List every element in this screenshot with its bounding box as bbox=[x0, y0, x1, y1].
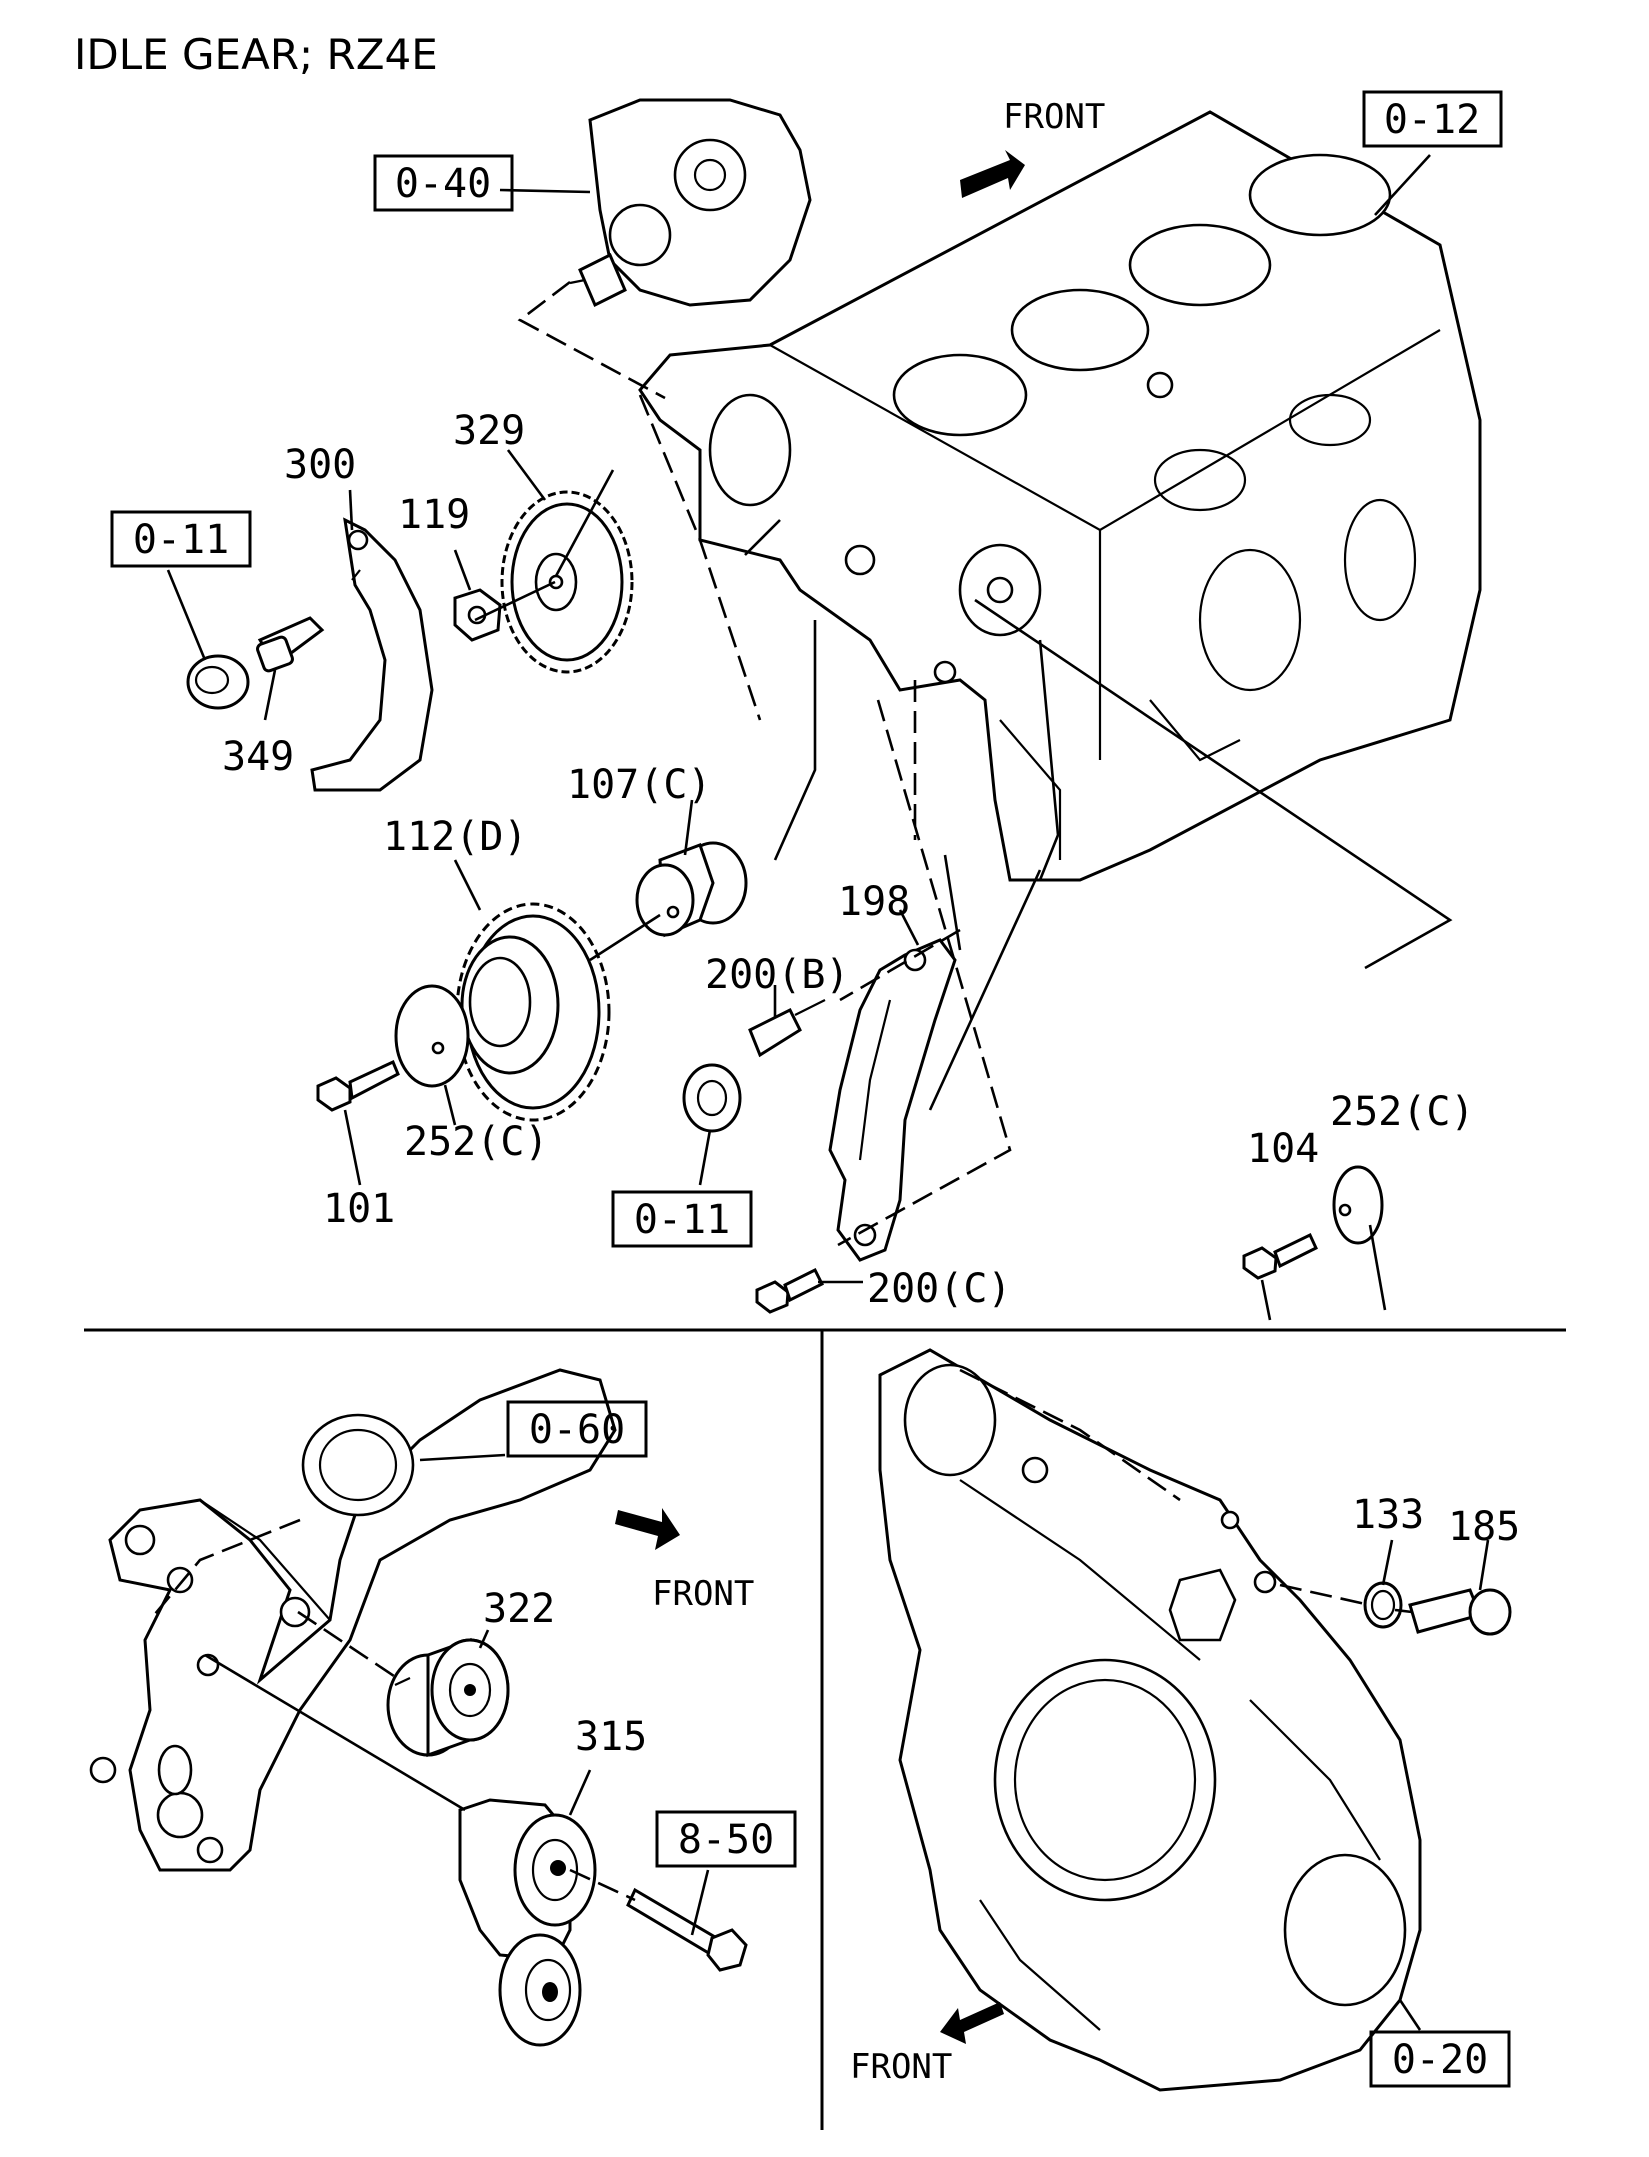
seal-ring-133 bbox=[1363, 1581, 1403, 1629]
page-title: IDLE GEAR; RZ4E bbox=[74, 30, 438, 79]
ref-8-50-text: 8-50 bbox=[678, 1817, 774, 1863]
label-198: 198 bbox=[838, 879, 910, 925]
ref-box-0-40: 0-40 bbox=[373, 154, 514, 212]
label-349: 349 bbox=[222, 734, 294, 780]
label-101: 101 bbox=[323, 1186, 395, 1232]
label-200c: 200(C) bbox=[867, 1266, 1012, 1312]
chain-guide-198 bbox=[828, 938, 957, 1262]
label-252c-left: 252(C) bbox=[404, 1119, 549, 1165]
label-252c-right: 252(C) bbox=[1330, 1089, 1475, 1135]
label-322: 322 bbox=[483, 1586, 555, 1632]
tensioner-plug-cap bbox=[186, 616, 325, 710]
bolt-104 bbox=[1242, 1232, 1318, 1280]
bracket-assembly-lines bbox=[204, 1453, 710, 1936]
ref-0-11-top-text: 0-11 bbox=[133, 517, 229, 563]
auto-tensioner-315 bbox=[458, 1798, 597, 2047]
label-133: 133 bbox=[1352, 1492, 1424, 1538]
front-label-top: FRONT bbox=[1003, 97, 1105, 137]
ref-box-0-60: 0-60 bbox=[506, 1400, 648, 1458]
thrust-plate-252c-right bbox=[1332, 1165, 1384, 1245]
label-leaders bbox=[166, 154, 1431, 1321]
ref-box-8-50: 8-50 bbox=[655, 1810, 797, 1868]
bolt-101 bbox=[316, 1059, 400, 1112]
case-assembly-lines bbox=[1279, 1539, 1490, 2031]
ref-0-12-text: 0-12 bbox=[1384, 97, 1480, 143]
ref-box-0-12: 0-12 bbox=[1362, 90, 1503, 148]
front-label-bottom-right: FRONT bbox=[850, 2047, 952, 2087]
label-104: 104 bbox=[1247, 1126, 1319, 1172]
label-300: 300 bbox=[284, 442, 356, 488]
front-label-bottom-left: FRONT bbox=[652, 1574, 754, 1614]
timing-case-illustration bbox=[878, 1348, 1422, 2092]
label-112d: 112(D) bbox=[383, 814, 528, 860]
idle-shaft-107c bbox=[635, 841, 748, 938]
cylinder-block-illustration bbox=[638, 110, 1482, 882]
guide-plug-cap bbox=[682, 1063, 742, 1133]
nut-119 bbox=[453, 588, 502, 642]
bolt-200b bbox=[748, 999, 826, 1058]
tensioner-lever-300 bbox=[310, 517, 434, 792]
thrust-plate-252c-left bbox=[394, 984, 470, 1088]
label-200b: 200(B) bbox=[705, 952, 850, 998]
bolt-8-50 bbox=[626, 1887, 748, 1972]
plug-bolt-185 bbox=[1408, 1588, 1512, 1636]
ref-box-0-20: 0-20 bbox=[1369, 2030, 1511, 2088]
idle-gear-112d bbox=[455, 902, 611, 1122]
section-dividers bbox=[84, 1328, 1566, 2130]
ref-0-20-text: 0-20 bbox=[1392, 2037, 1488, 2083]
ref-box-0-11-bottom: 0-11 bbox=[611, 1190, 753, 1248]
ref-0-11-bottom-text: 0-11 bbox=[634, 1197, 730, 1243]
ref-0-60-text: 0-60 bbox=[529, 1407, 625, 1453]
ref-box-0-11-top: 0-11 bbox=[110, 510, 252, 568]
label-107c: 107(C) bbox=[567, 762, 712, 808]
front-arrow-top bbox=[960, 150, 1025, 198]
label-185: 185 bbox=[1448, 1504, 1520, 1550]
front-arrow-bottom-left bbox=[615, 1508, 680, 1550]
bolt-200c bbox=[755, 1267, 825, 1314]
ref-0-40-text: 0-40 bbox=[395, 161, 491, 207]
label-329: 329 bbox=[453, 408, 525, 454]
supply-pump-illustration bbox=[569, 98, 812, 308]
label-119: 119 bbox=[398, 492, 470, 538]
front-arrow-bottom-right bbox=[940, 2002, 1004, 2044]
label-315: 315 bbox=[575, 1714, 647, 1760]
camshaft-gear-329 bbox=[500, 490, 634, 674]
top-assembly-lines bbox=[474, 280, 1453, 1247]
idler-pulley-322 bbox=[386, 1637, 510, 1758]
